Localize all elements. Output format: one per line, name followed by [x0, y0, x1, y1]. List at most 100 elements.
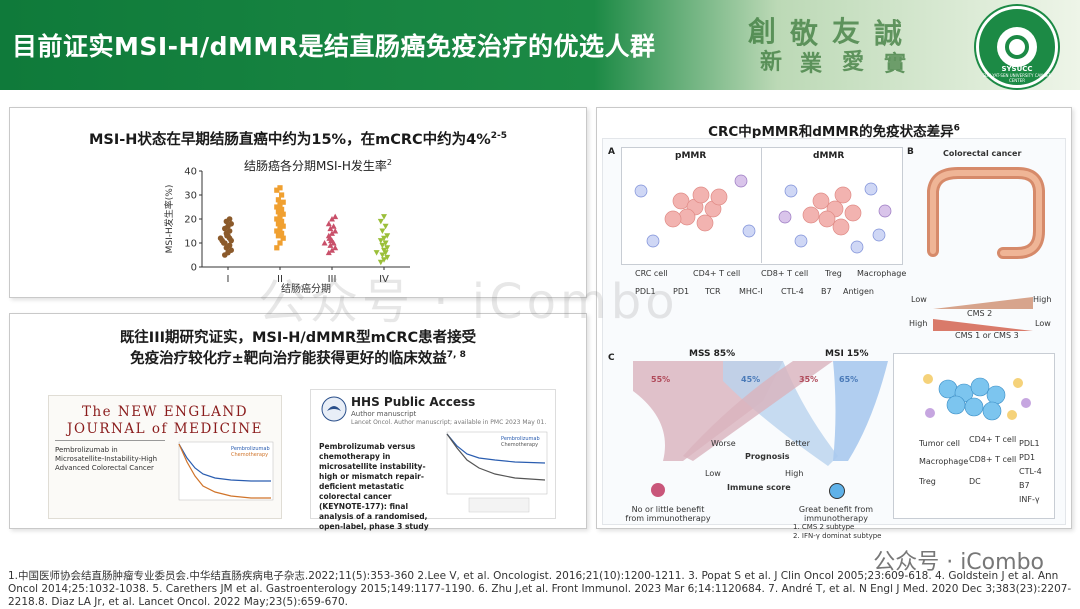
- immune-state-panel: CRC中pMMR和dMMR的免疫状态差异6 A pMMR dMMR CRC c: [596, 107, 1072, 540]
- hhs-sub2: Lancet Oncol. Author manuscript; availab…: [351, 419, 547, 426]
- hhs-article-title: Pembrolizumab versus chemotherapy in mic…: [319, 442, 429, 531]
- data-point-stage-III: [332, 228, 339, 234]
- data-point-stage-III: [325, 220, 332, 227]
- data-point-stage-I: [228, 247, 234, 253]
- legend-c-item: INF-γ: [1019, 495, 1040, 504]
- nejm-masthead-2: JOURNAL of MEDICINE: [67, 421, 263, 437]
- panel2-title-line2-text: 免疫治疗较化疗±靶向治疗能获得更好的临床效益: [130, 351, 447, 367]
- low-label-2: Low: [1035, 319, 1051, 328]
- data-point-stage-IV: [382, 240, 389, 246]
- legend-a-item: CD8+ T cell: [761, 269, 809, 278]
- panel2-title-sup: 7, 8: [446, 350, 466, 361]
- legend-b-item: Antigen: [843, 287, 874, 296]
- data-point-stage-III: [327, 225, 334, 232]
- subtype2-label: 2. IFN-γ dominat subtype: [793, 532, 882, 540]
- data-point-stage-II: [275, 233, 281, 239]
- nejm-legend-b: Chemotherapy: [231, 452, 268, 458]
- data-point-stage-I: [226, 216, 233, 222]
- data-point-stage-I: [228, 221, 234, 227]
- chart-subtitle-text: 结肠癌各分期MSI-H发生率: [244, 159, 387, 173]
- great-benefit-label: Great benefit from immunotherapy: [798, 505, 874, 523]
- data-point-stage-II: [280, 235, 286, 241]
- msi-label: MSI 15%: [825, 349, 869, 359]
- fig-label-c: C: [608, 353, 615, 363]
- panel3-title: CRC中pMMR和dMMR的免疫状态差异6: [597, 120, 1071, 141]
- msi-tme-art: [923, 374, 1031, 421]
- y-tick-label: 10: [184, 239, 197, 250]
- logo-subtext: SUN YAT-SEN UNIVERSITY CANCER CENTER: [982, 73, 1052, 83]
- high-label-3: High: [785, 469, 804, 478]
- data-point-stage-III: [332, 213, 339, 220]
- data-point-stage-II: [277, 226, 283, 232]
- calligraphy-char: 誠: [874, 17, 903, 50]
- references-footer: 1.中国医师协会结直肠肿瘤专业委员会.中华结直肠疾病电子杂志.2022;11(5…: [8, 570, 1072, 608]
- data-point-stage-IV: [384, 245, 391, 251]
- calligraphy-char: 業: [800, 51, 823, 77]
- calligraphy-char: 實: [884, 51, 907, 77]
- mss-label: MSS 85%: [689, 349, 736, 359]
- data-point-stage-IV: [377, 238, 384, 244]
- nejm-article-image: The NEW ENGLAND JOURNAL of MEDICINE Pemb…: [48, 395, 282, 519]
- y-tick-label: 20: [184, 215, 197, 226]
- data-point-stage-II: [280, 199, 286, 205]
- data-point-stage-IV: [379, 242, 386, 249]
- data-point-stage-IV: [381, 257, 387, 263]
- subtype1-label: 1. CMS 2 subtype: [793, 523, 855, 531]
- better-label: Better: [785, 439, 810, 448]
- cell-cluster-art: [634, 174, 892, 254]
- divider: [55, 440, 165, 441]
- hhs-legend-b: Chemotherapy: [501, 442, 538, 448]
- legend-c-item: B7: [1019, 481, 1030, 490]
- data-point-stage-III: [321, 240, 328, 246]
- hhs-sub: Author manuscript: [351, 410, 417, 418]
- data-point-stage-II: [274, 187, 280, 193]
- nejm-article-title: Pembrolizumab in Microsatellite-Instabil…: [55, 446, 158, 472]
- panel1-title-sup: 2-5: [490, 131, 508, 142]
- panel2-title-line2: 免疫治疗较化疗±靶向治疗能获得更好的临床效益7, 8: [10, 347, 586, 368]
- data-point-stage-II: [279, 206, 285, 212]
- legend-b-item: PD1: [673, 287, 690, 296]
- legend-b-item: CTL-4: [781, 287, 804, 296]
- x-tick-label: IV: [379, 274, 389, 285]
- cms13-gradient: [933, 319, 1033, 331]
- data-point-stage-III: [325, 232, 332, 239]
- tumor-cell-icon: [651, 483, 665, 497]
- legend-a-item: Treg: [825, 269, 842, 278]
- data-point-stage-II: [277, 202, 283, 208]
- nejm-km-curve: Pembrolizumab Chemotherapy: [178, 441, 274, 501]
- data-point-stage-II: [274, 216, 280, 222]
- x-tick-label: III: [328, 274, 337, 285]
- logo-mark: [1005, 35, 1029, 59]
- data-point-stage-II: [277, 240, 283, 246]
- data-point-stage-II: [279, 192, 285, 198]
- data-point-stage-I: [217, 235, 224, 241]
- logo-text: SYSUCC: [1001, 65, 1033, 73]
- nejm-legend-a: Pembrolizumab: [231, 446, 270, 452]
- data-point-stage-II: [280, 223, 286, 229]
- nejm-masthead-1: The NEW ENGLAND: [81, 404, 249, 420]
- data-point-stage-III: [329, 230, 335, 236]
- data-point-stage-II: [275, 197, 281, 203]
- calligraphy-char: 新: [760, 49, 783, 75]
- watermark-center: 公众号 · iCombo: [258, 274, 679, 330]
- legend-c-item: Treg: [919, 477, 936, 486]
- data-point-stage-II: [279, 230, 285, 236]
- data-point-stage-II: [274, 228, 280, 234]
- data-point-stage-II: [274, 204, 280, 210]
- no-benefit-label: No or little benefit from immunotherapy: [625, 505, 711, 523]
- fig-label-b: B: [907, 147, 914, 157]
- data-point-stage-IV: [379, 252, 386, 258]
- colorectal-label: Colorectal cancer: [943, 149, 1022, 158]
- data-point-stage-IV: [381, 235, 387, 242]
- data-point-stage-III: [330, 223, 337, 229]
- y-axis-label: MSI-H发生率(%): [163, 185, 175, 254]
- data-point-stage-IV: [379, 228, 386, 234]
- data-point-stage-IV: [381, 247, 387, 254]
- data-point-stage-II: [277, 214, 283, 220]
- hhs-legend-a: Pembrolizumab: [501, 436, 540, 442]
- pct-35: 35%: [799, 375, 819, 384]
- cms13-label: CMS 1 or CMS 3: [955, 331, 1019, 340]
- legend-c-item: CTL-4: [1019, 467, 1042, 476]
- data-point-stage-I: [226, 242, 233, 249]
- immune-cell-icon: [829, 483, 845, 499]
